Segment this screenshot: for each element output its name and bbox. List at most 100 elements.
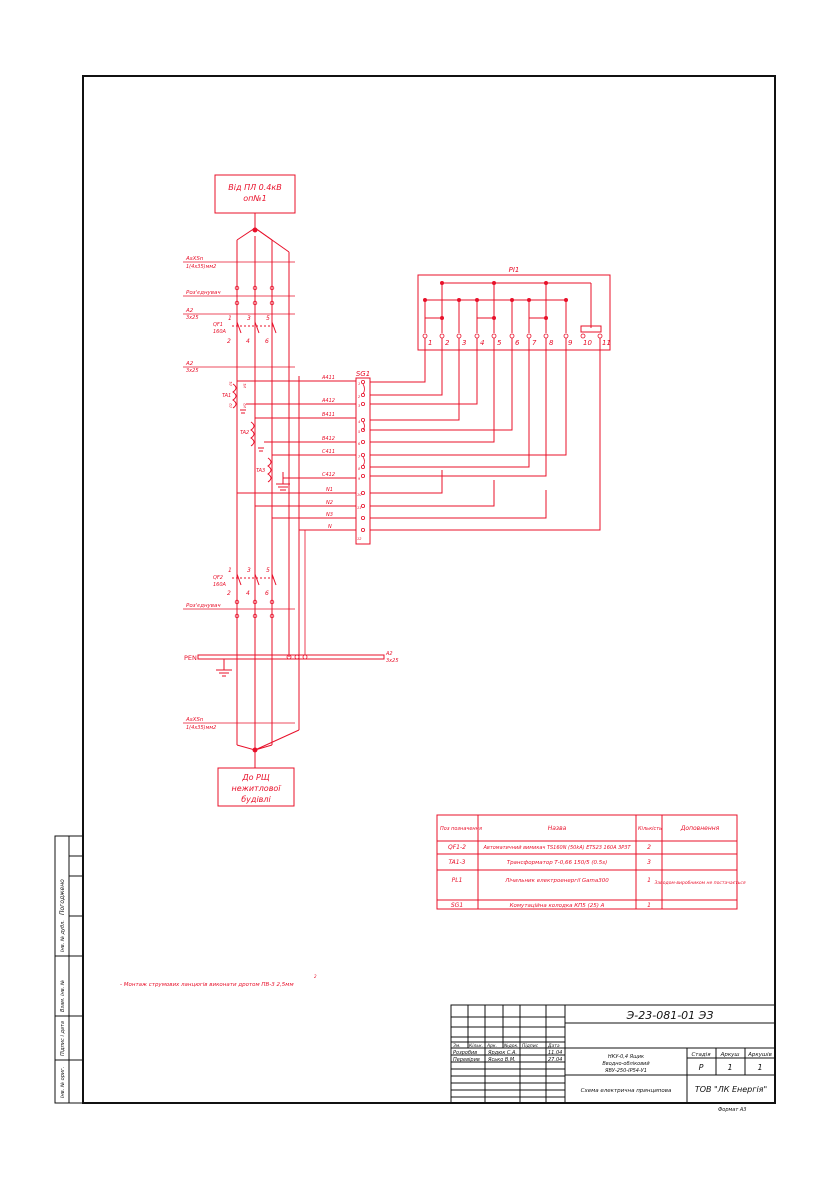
dest-box — [217, 767, 295, 807]
sg1-term-11: 11 — [357, 506, 361, 510]
spec-r2-pos: TA1-3 — [448, 859, 465, 866]
sg1-name: SG1 — [356, 370, 370, 378]
meter-terminal-11: 11 — [602, 339, 611, 347]
meter-internal — [424, 282, 602, 333]
meter-terminal-6: 6 — [515, 339, 520, 347]
sg1-term-8: 8 — [358, 467, 361, 471]
meter-nodes — [423, 281, 568, 320]
qf1-pin5: 5 — [266, 315, 270, 322]
a2-pen-label: А2 — [385, 651, 393, 657]
meter-terminal-8: 8 — [549, 339, 554, 347]
spec-r4-name: Комутаційна колодка КП5 (25) А — [510, 903, 605, 909]
incoming-junction — [252, 227, 258, 233]
install-note-sup: 2 — [314, 974, 317, 979]
outgoing-cable — [236, 729, 300, 768]
stamp-col-qty: Кільк. — [469, 1043, 483, 1049]
a2-pen-section: 3х25 — [386, 658, 399, 664]
disconnect-top-label: Роз'єднувач — [186, 290, 221, 296]
sg1-wire-n2: N2 — [326, 500, 333, 506]
qf2-pin5: 5 — [266, 567, 270, 574]
pen-bus — [197, 654, 385, 660]
stamp-company: ТОВ "ЛК Енергія" — [695, 1085, 767, 1094]
meter-box — [417, 274, 611, 351]
qf1-breaker — [232, 321, 277, 334]
a2-top-section: 3х25 — [186, 315, 199, 321]
spec-r1-name: Автоматичний вимикач TS160N (50kA) ETS23… — [482, 845, 631, 851]
stamp-developed-date: 11.04 — [548, 1050, 562, 1056]
sg1-term-9: 9 — [358, 477, 361, 481]
stamp-object-2: Вводно-облiковий — [602, 1061, 650, 1067]
stamp-col-sign: Підпис — [522, 1043, 539, 1049]
sg1-wire-n1: N1 — [326, 487, 333, 493]
stamp-col-zm: Зм. — [453, 1043, 461, 1049]
disconnect-bottom-contacts — [234, 599, 275, 619]
spec-r3-name: Лічильник електроенергії Gama300 — [504, 878, 609, 884]
cable-out-section: 1(4х35)мм2 — [186, 725, 216, 731]
qf1-pin6: 6 — [265, 338, 269, 345]
meter-terminal-2: 2 — [445, 339, 450, 347]
a2-mid-label: А2 — [185, 361, 194, 367]
qf2-pin2: 2 — [227, 590, 231, 597]
disconnect-top-contacts — [234, 285, 275, 306]
sg1-wires — [237, 380, 356, 531]
ta-tap-i2: И2 — [243, 402, 247, 408]
stamp-sheets-value: 1 — [757, 1063, 762, 1072]
stamp-sheet-header: Аркуш — [720, 1052, 740, 1058]
stamp-col-doc: №док. — [503, 1043, 519, 1049]
meter-terminal-3: 3 — [462, 339, 466, 347]
side-stamp — [54, 835, 84, 1104]
spec-r2-name: Трансформатор Т-0,66 150/5 (0.5s) — [507, 860, 608, 866]
drawing-code: Э-23-081-01 ЭЗ — [626, 1009, 714, 1022]
spec-header-name: Назва — [548, 825, 567, 832]
stamp-developed-name: Ярдюк С.А. — [487, 1050, 517, 1056]
ta2-label: TA2 — [240, 430, 249, 436]
qf2-pin6: 6 — [265, 590, 269, 597]
sg1-terminals — [360, 379, 365, 533]
stamp-title: Схема електрична принципова — [581, 1088, 672, 1094]
meter-terminal-5: 5 — [497, 339, 502, 347]
ta3-label: TA3 — [256, 468, 265, 474]
spec-r4-qty: 1 — [647, 902, 651, 909]
qf1-rating: 160А — [213, 329, 227, 335]
sg1-term-3: 3 — [358, 404, 360, 408]
sg1-term-12: 12 — [357, 537, 362, 541]
sg1-term-6: 6 — [358, 442, 361, 446]
stamp-stage-header: Стадія — [691, 1052, 711, 1058]
meter-terminal-circles — [422, 333, 603, 339]
spec-r4-pos: SG1 — [451, 902, 463, 909]
sg1-wire-a412: A412 — [321, 398, 335, 404]
sg1-term-4: 4 — [358, 420, 360, 424]
spec-header-extra: Доповнення — [680, 825, 720, 832]
spec-r1-pos: QF1-2 — [448, 844, 466, 851]
meter-name: PI1 — [509, 266, 520, 274]
qf1-pin1: 1 — [228, 315, 232, 322]
stamp-developed-role: Розробив — [453, 1050, 477, 1056]
qf1-name: QF1 — [213, 322, 223, 328]
title-block — [450, 1004, 776, 1104]
sg1-block — [355, 377, 371, 545]
dest-box-line3: будівлі — [241, 795, 271, 804]
source-box-line1: Від ПЛ 0.4кВ — [228, 183, 281, 192]
qf2-breaker — [232, 573, 277, 586]
sg1-wire-c412: C412 — [322, 472, 335, 478]
meter-terminal-9: 9 — [568, 339, 573, 347]
pen-label: PEN — [184, 654, 197, 662]
side-stamp-dup: Інв. № дубл. — [60, 920, 66, 952]
outgoing-junction — [252, 747, 258, 753]
stamp-checked-date: 27.04 — [548, 1057, 562, 1063]
stamp-object-3: ЯВУ-250-IP54-У1 — [604, 1068, 647, 1074]
current-transformers — [232, 383, 290, 491]
a2-top-label: А2 — [185, 308, 194, 314]
format-label: Формат А3 — [718, 1107, 746, 1113]
qf1-pin4: 4 — [246, 338, 250, 345]
qf2-pin4: 4 — [246, 590, 250, 597]
side-stamp-replace: Взам. інв. № — [60, 980, 66, 1012]
meter-terminal-1: 1 — [428, 339, 432, 347]
cable-out-label: AsXSn — [185, 717, 204, 723]
sg1-wire-n: N — [328, 524, 332, 530]
phase-lines — [236, 236, 300, 745]
qf2-pin3: 3 — [247, 567, 251, 574]
spec-header-qty: Кількість — [638, 826, 662, 832]
disconnect-bottom-label: Роз'єднувач — [186, 603, 221, 609]
